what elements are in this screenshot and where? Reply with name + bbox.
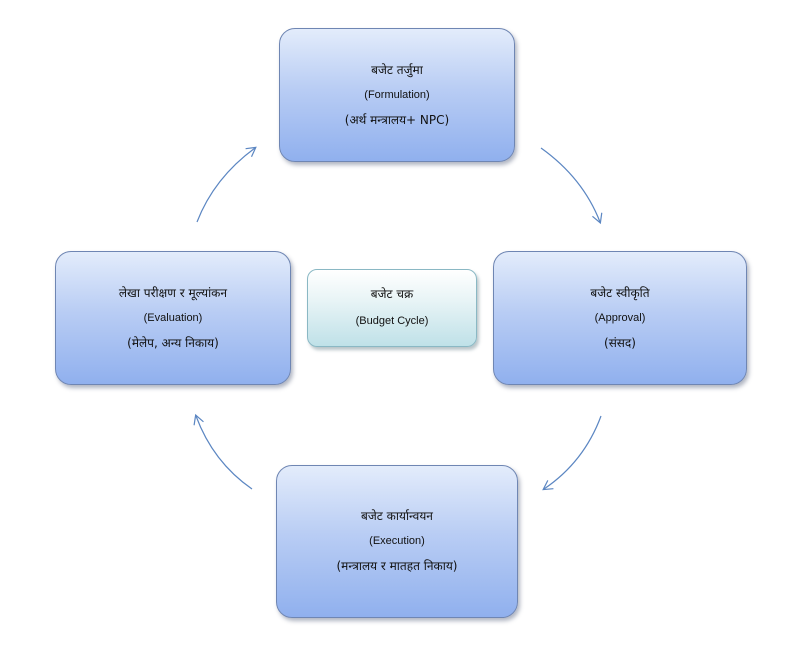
- formulation-actor: (अर्थ मन्त्रालय+ NPC): [344, 112, 450, 127]
- budget-cycle-center: बजेट चक्र (Budget Cycle): [307, 269, 477, 347]
- approval-english-label: (Approval): [594, 311, 646, 324]
- formulation-title: बजेट तर्जुमा: [371, 62, 423, 77]
- arrow-formulation-to-approval: [540, 147, 603, 225]
- formulation-english-label: (Formulation): [364, 88, 430, 101]
- arrow-evaluation-to-formulation: [196, 146, 257, 223]
- evaluation-english-label: (Evaluation): [143, 311, 203, 324]
- execution-title: बजेट कार्यान्वयन: [361, 509, 433, 523]
- arrow-approval-to-execution: [542, 415, 602, 491]
- stage-approval: बजेट स्वीकृति (Approval) (संसद): [493, 251, 747, 385]
- approval-title: बजेट स्वीकृति: [590, 285, 650, 300]
- stage-evaluation: लेखा परीक्षण र मूल्यांकन (Evaluation) (म…: [55, 251, 291, 385]
- center-subtitle: (Budget Cycle): [355, 315, 429, 327]
- center-title: बजेट चक्र: [370, 287, 414, 301]
- approval-actor: (संसद): [604, 335, 636, 350]
- stage-execution: बजेट कार्यान्वयन (Execution) (मन्त्रालय …: [276, 465, 518, 618]
- evaluation-actor: (मेलेप, अन्य निकाय): [127, 335, 219, 350]
- evaluation-title: लेखा परीक्षण र मूल्यांकन: [118, 285, 228, 300]
- arrow-execution-to-evaluation: [193, 413, 253, 490]
- execution-actor: (मन्त्रालय र मातहत निकाय): [336, 559, 458, 573]
- stage-formulation: बजेट तर्जुमा (Formulation) (अर्थ मन्त्रा…: [279, 28, 515, 162]
- execution-english-label: (Execution): [369, 535, 425, 547]
